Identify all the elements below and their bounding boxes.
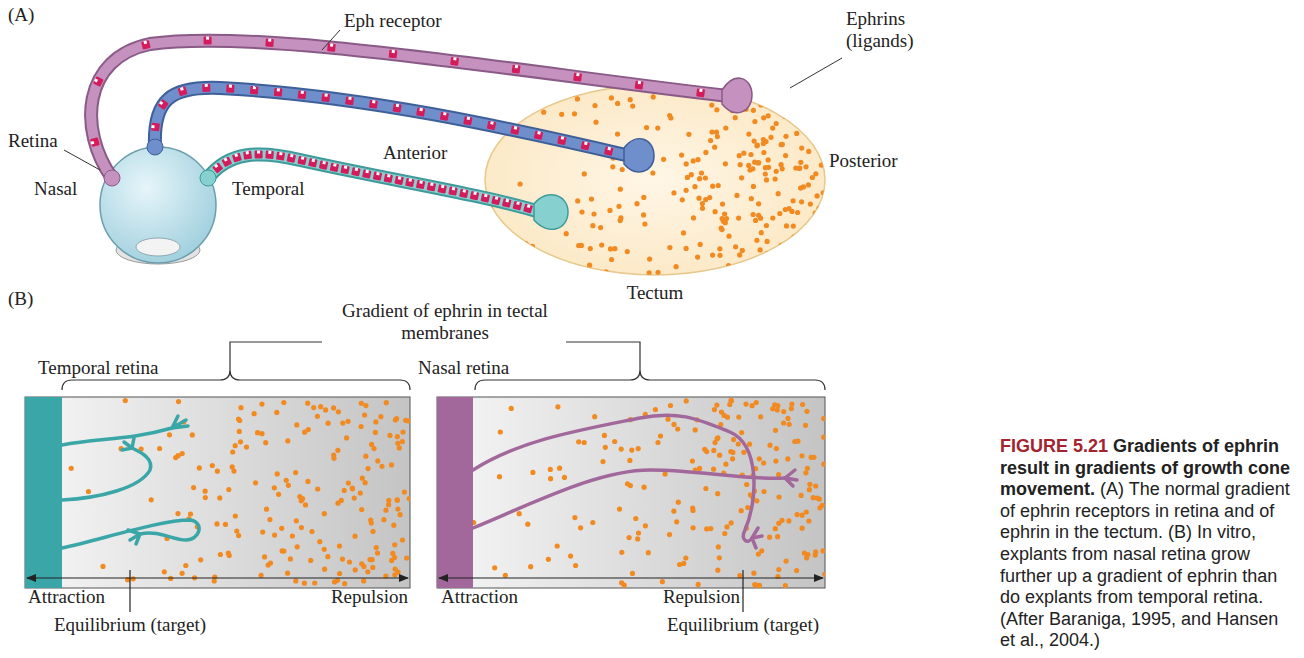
panel-letter: (A) [8,4,34,26]
culture-panel: Temporal retina [25,397,410,588]
leader-lines [64,30,842,170]
figure-number: FIGURE 5.21 [1000,436,1108,456]
bracket [62,342,825,390]
ephrin-dots [473,398,825,588]
culture-panel: Nasal retina [437,397,825,588]
panel-axons [62,415,797,548]
attraction-repulsion-axis [27,570,823,612]
tectum-outline [485,85,825,275]
node-label: Nasal retina [418,357,509,379]
node-label: Temporal retina [38,357,159,379]
eye [100,147,216,264]
temporal-axon [208,154,540,212]
explant-bar [437,397,473,588]
callout-label: Ephrins (ligands) [846,8,956,52]
axis-label: Repulsion [663,586,740,608]
callout-label: Retina [8,130,58,152]
growth-cones [104,78,752,229]
ephrin-dots [69,398,410,586]
region-label: Temporal [232,178,305,200]
tectum-region: Tectum [485,85,825,275]
explant-bar [25,397,62,588]
eph-receptor-marks [90,37,705,214]
figure-caption: FIGURE 5.21Gradients of ephrin result in… [1000,436,1298,652]
axis-label: Attraction [441,586,518,608]
axis-label: Posterior [829,150,898,172]
target-label: Equilibrium (target) [667,614,819,636]
nasal-axon [91,41,728,178]
target-label: Equilibrium (target) [54,614,206,636]
bracket-label: Gradient of ephrin in tectal membranes [326,300,564,344]
region-label: Nasal [34,178,77,200]
panel-letter: (B) [8,288,33,310]
caption-text: (A) The normal gradient of ephrin recept… [1000,479,1290,650]
culture-panel [437,397,825,588]
axis-label: Anterior [383,142,447,164]
node-label: Tectum [627,282,684,304]
axis-label: Attraction [28,586,105,608]
ephrin-dots [488,84,827,277]
callout-label: Eph receptor [344,10,442,32]
culture-panel [25,397,410,588]
axis-label: Repulsion [331,586,408,608]
